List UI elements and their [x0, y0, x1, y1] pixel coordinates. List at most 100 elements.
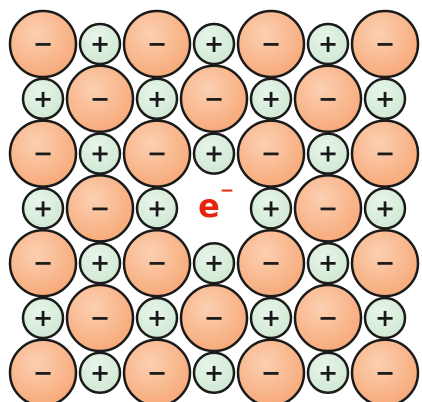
- anion-sign: −: [204, 304, 224, 332]
- anion-sign: −: [147, 249, 167, 277]
- cation: +: [308, 243, 348, 283]
- anion-sign: −: [33, 140, 53, 168]
- cation-sign: +: [261, 85, 281, 113]
- anion-sign: −: [147, 30, 167, 58]
- cation-sign: +: [90, 359, 110, 387]
- anion: −: [124, 11, 190, 77]
- anion-sign: −: [147, 140, 167, 168]
- cation: +: [251, 298, 291, 338]
- anion: −: [352, 230, 418, 296]
- anion: −: [352, 340, 418, 402]
- cation-sign: +: [318, 359, 338, 387]
- cation: +: [251, 79, 291, 119]
- cation-sign: +: [318, 140, 338, 168]
- cation: +: [80, 24, 120, 64]
- anion-sign: −: [375, 359, 395, 387]
- cation: +: [365, 188, 405, 228]
- anion-sign: −: [204, 85, 224, 113]
- cation: +: [308, 134, 348, 174]
- cation-sign: +: [33, 304, 53, 332]
- trapped-electron: e −: [198, 181, 234, 225]
- anion: −: [124, 121, 190, 187]
- cation: +: [23, 188, 63, 228]
- anion-sign: −: [90, 85, 110, 113]
- anion: −: [10, 11, 76, 77]
- cation-sign: +: [204, 30, 224, 58]
- anion: −: [352, 11, 418, 77]
- anion-sign: −: [33, 249, 53, 277]
- anion: −: [238, 230, 304, 296]
- cation-sign: +: [375, 85, 395, 113]
- anion-sign: −: [33, 30, 53, 58]
- cation-sign: +: [318, 249, 338, 277]
- anion: −: [124, 340, 190, 402]
- anion-sign: −: [375, 140, 395, 168]
- anion-sign: −: [318, 194, 338, 222]
- cation-sign: +: [261, 304, 281, 332]
- anion-sign: −: [318, 85, 338, 113]
- anion-sign: −: [318, 304, 338, 332]
- anion: −: [124, 230, 190, 296]
- cation: +: [308, 24, 348, 64]
- anion-sign: −: [33, 359, 53, 387]
- cation: +: [23, 298, 63, 338]
- anion: −: [238, 340, 304, 402]
- anion: −: [67, 175, 133, 241]
- cation: +: [137, 188, 177, 228]
- anion: −: [295, 175, 361, 241]
- anion: −: [10, 230, 76, 296]
- anion-sign: −: [90, 194, 110, 222]
- anion-sign: −: [90, 304, 110, 332]
- cation-sign: +: [204, 140, 224, 168]
- cation: +: [137, 79, 177, 119]
- cation: +: [137, 298, 177, 338]
- cation-sign: +: [90, 140, 110, 168]
- cation-sign: +: [318, 30, 338, 58]
- cation: +: [194, 24, 234, 64]
- cation: +: [251, 188, 291, 228]
- anion: −: [295, 285, 361, 351]
- cation: +: [194, 134, 234, 174]
- cation: +: [365, 298, 405, 338]
- anion-sign: −: [147, 359, 167, 387]
- cation: +: [194, 243, 234, 283]
- electron-label: e: [198, 187, 220, 225]
- cation-sign: +: [33, 194, 53, 222]
- cation-sign: +: [204, 249, 224, 277]
- cation: +: [80, 134, 120, 174]
- anion: −: [10, 121, 76, 187]
- cation-sign: +: [90, 249, 110, 277]
- cation-sign: +: [147, 85, 167, 113]
- anion-sign: −: [261, 359, 281, 387]
- anion: −: [10, 340, 76, 402]
- cation: +: [80, 243, 120, 283]
- anion-sign: −: [375, 30, 395, 58]
- anion: −: [181, 285, 247, 351]
- cation-sign: +: [261, 194, 281, 222]
- anion-sign: −: [375, 249, 395, 277]
- anion: −: [67, 66, 133, 132]
- cation: +: [80, 353, 120, 393]
- cation-sign: +: [375, 194, 395, 222]
- anion: −: [352, 121, 418, 187]
- anion-sign: −: [261, 30, 281, 58]
- cation-sign: +: [33, 85, 53, 113]
- cation-sign: +: [90, 30, 110, 58]
- cation: +: [194, 353, 234, 393]
- anion-sign: −: [261, 249, 281, 277]
- cation-sign: +: [147, 194, 167, 222]
- cation-sign: +: [147, 304, 167, 332]
- electron-charge: −: [220, 181, 234, 201]
- anion: −: [67, 285, 133, 351]
- cation-sign: +: [375, 304, 395, 332]
- anion: −: [181, 66, 247, 132]
- anion: −: [238, 121, 304, 187]
- cation: +: [308, 353, 348, 393]
- anion: −: [295, 66, 361, 132]
- anion-sign: −: [261, 140, 281, 168]
- cation-sign: +: [204, 359, 224, 387]
- cation: +: [23, 79, 63, 119]
- anion: −: [238, 11, 304, 77]
